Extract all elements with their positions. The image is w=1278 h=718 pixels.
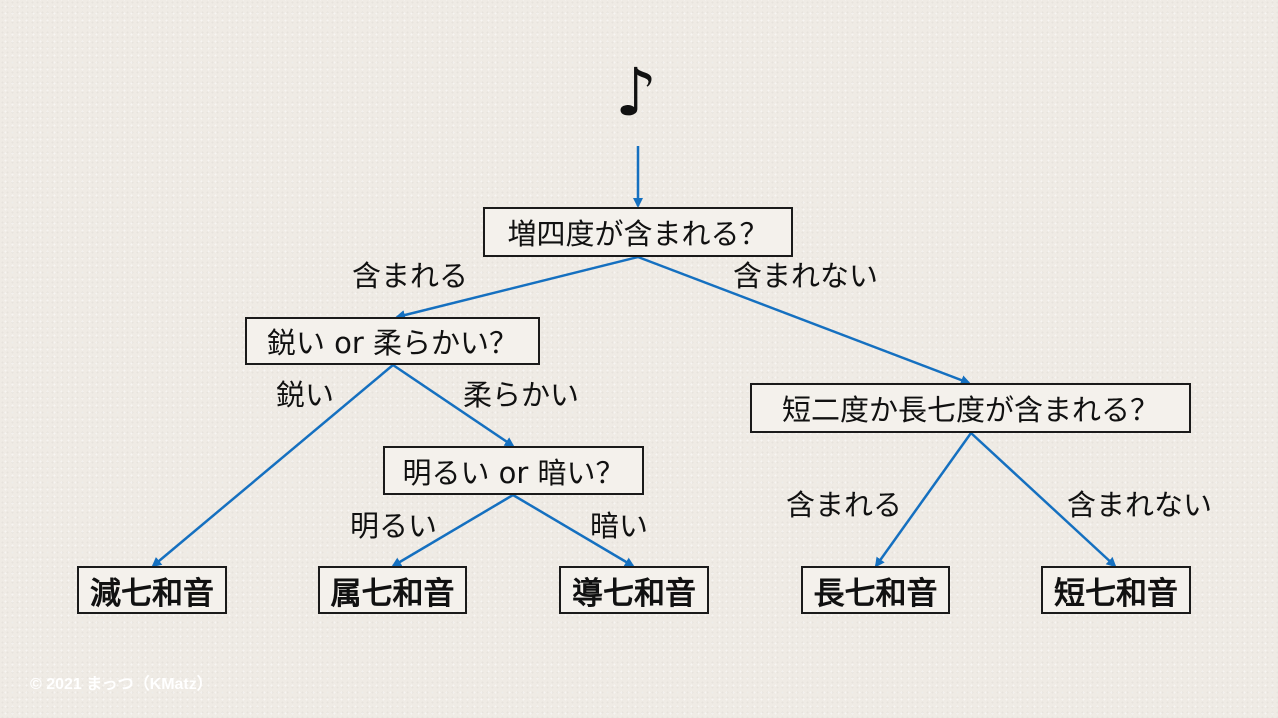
leaf-dominant-seventh: 属七和音 bbox=[318, 566, 467, 614]
edge-soft-to-bright-dark bbox=[392, 363, 515, 448]
question-augmented-fourth: 増四度が含まれる？ bbox=[483, 207, 793, 257]
leaf-major-seventh: 長七和音 bbox=[801, 566, 950, 614]
edge-label-aug4-no: 含まれない bbox=[733, 259, 879, 293]
edge-min2-no-to-min7 bbox=[970, 432, 1117, 568]
edge-min2-yes-to-maj7 bbox=[874, 432, 973, 568]
edge-label-sharp: 鋭い bbox=[276, 378, 335, 412]
edge-bright-to-dom7 bbox=[391, 493, 514, 568]
leaf-diminished-seventh: 減七和音 bbox=[77, 566, 227, 614]
edge-aug4-to-sharp-soft bbox=[395, 255, 639, 320]
edge-sharp-to-dim7 bbox=[151, 364, 394, 568]
question-bright-or-dark: 明るい or 暗い？ bbox=[383, 446, 644, 495]
question-minor-second-or-major-seventh: 短二度か長七度が含まれる？ bbox=[750, 383, 1191, 433]
question-sharp-or-soft: 鋭い or 柔らかい？ bbox=[245, 317, 540, 365]
edge-label-aug4-yes: 含まれる bbox=[352, 259, 469, 293]
edge-label-min2-no: 含まれない bbox=[1067, 488, 1213, 522]
leaf-minor-seventh: 短七和音 bbox=[1041, 566, 1191, 614]
copyright-credit: © 2021 まっつ（KMatz） bbox=[30, 676, 213, 693]
edge-label-soft: 柔らかい bbox=[463, 378, 580, 412]
edge-label-dark: 暗い bbox=[590, 509, 649, 543]
leaf-leading-tone-seventh: 導七和音 bbox=[559, 566, 709, 614]
edge-dark-to-lead7 bbox=[512, 493, 635, 568]
edge-label-min2-yes: 含まれる bbox=[786, 488, 903, 522]
edge-label-bright: 明るい bbox=[350, 509, 438, 543]
edge-aug4-to-min2-maj7 bbox=[637, 255, 971, 385]
eighth-note-icon: ♪ bbox=[615, 54, 658, 131]
